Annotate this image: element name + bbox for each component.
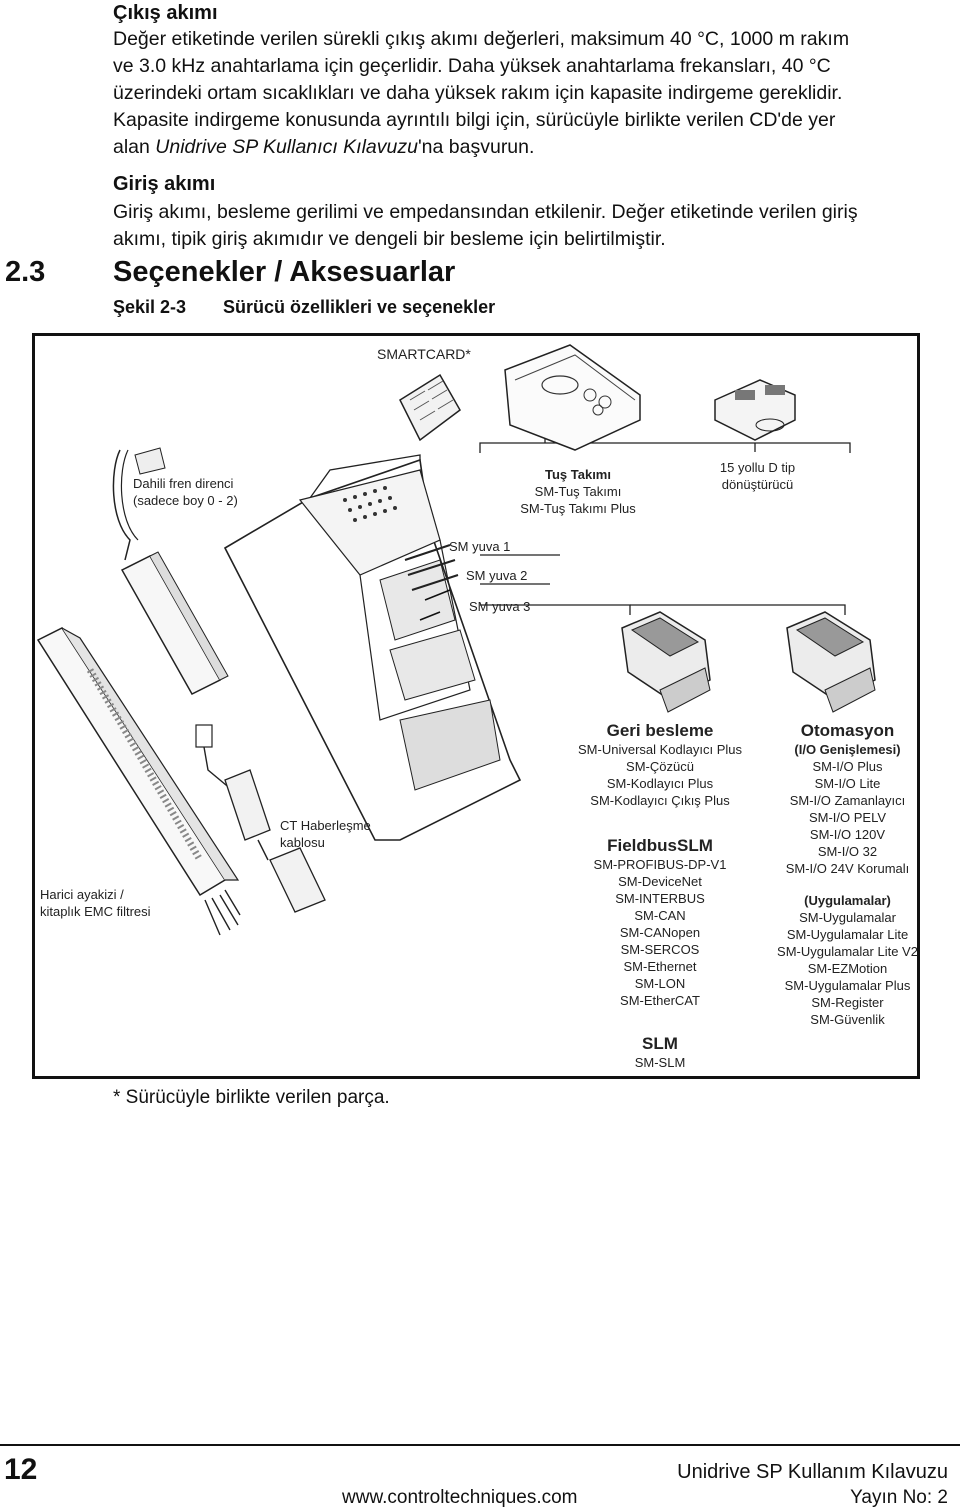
paragraph-line: üzerindeki ortam sıcaklıkları ve daha yü… bbox=[113, 82, 843, 104]
paragraph-line: Değer etiketinde verilen sürekli çıkış a… bbox=[113, 28, 850, 50]
list-item: SM-I/O Lite bbox=[814, 776, 881, 791]
paragraph-line: akımı, tipik giriş akımıdır ve dengeli b… bbox=[113, 228, 666, 250]
paragraph-line: alan Unidrive SP Kullanıcı Kılavuzu'na b… bbox=[113, 136, 535, 158]
input-current-heading: Giriş akımı bbox=[113, 173, 216, 195]
list-item: SM-Register bbox=[811, 995, 884, 1010]
manual-reference: Unidrive SP Kullanıcı Kılavuzu bbox=[155, 136, 418, 158]
section-title: Seçenekler / Aksesuarlar bbox=[113, 256, 456, 288]
output-current-paragraph: Değer etiketinde verilen sürekli çıkış a… bbox=[113, 26, 953, 161]
smartcard-icon bbox=[399, 373, 461, 442]
smartcard-label: SMARTCARD* bbox=[377, 346, 471, 362]
paragraph-line: ve 3.0 kHz anahtarlama için geçerlidir. … bbox=[113, 55, 831, 77]
list-item: SM-I/O 24V Korumalı bbox=[785, 861, 910, 876]
list-item: SM-CANopen bbox=[619, 925, 701, 940]
list-item: SM-EtherCAT bbox=[620, 993, 700, 1008]
list-item: SM-Uygulamalar Plus bbox=[784, 978, 911, 993]
keypad-title: Tuş Takımı bbox=[545, 467, 611, 482]
figure-title: Sürücü özellikleri ve seçenekler bbox=[223, 297, 496, 317]
slm-group: SLM SM-SLM bbox=[560, 1033, 760, 1071]
manual-title: Unidrive SP Kullanım Kılavuzu bbox=[677, 1461, 948, 1483]
list-item: SM-Ethernet bbox=[623, 959, 697, 974]
feedback-group: Geri besleme SM-Universal Kodlayıcı Plus… bbox=[560, 720, 760, 809]
sm-slot-3-label: SM yuva 3 bbox=[469, 599, 531, 614]
output-current-heading: Çıkış akımı bbox=[113, 2, 218, 24]
list-item: SM-SERCOS bbox=[620, 942, 700, 957]
list-item: SM-I/O 32 bbox=[817, 844, 878, 859]
list-item: SM-I/O Plus bbox=[812, 759, 883, 774]
sm-slot-1-label: SM yuva 1 bbox=[449, 539, 511, 554]
list-item: SM-Kodlayıcı Plus bbox=[606, 776, 714, 791]
list-item: SM-INTERBUS bbox=[615, 891, 705, 906]
feedback-title: Geri besleme bbox=[606, 721, 714, 740]
io-expansion-title: (I/O Genişlemesi) bbox=[794, 742, 901, 757]
list-item: SM-I/O 120V bbox=[809, 827, 886, 842]
dtype-converter-label: 15 yollu D tip dönüştürücü bbox=[719, 460, 796, 492]
list-item: SM-EZMotion bbox=[807, 961, 888, 976]
sm-slot-2-label: SM yuva 2 bbox=[466, 568, 528, 583]
figure-frame bbox=[32, 333, 920, 1079]
automation-title: Otomasyon bbox=[800, 721, 895, 740]
fieldbus-group: FieldbusSLM SM-PROFIBUS-DP-V1 SM-DeviceN… bbox=[560, 835, 760, 1009]
list-item: SM-Uygulamalar Lite V2 bbox=[777, 944, 918, 959]
list-item: SM-CAN bbox=[634, 908, 686, 923]
website: www.controltechniques.com bbox=[342, 1487, 578, 1508]
applications-title: (Uygulamalar) bbox=[804, 893, 891, 908]
page-number: 12 bbox=[4, 1453, 38, 1486]
keypad-icon bbox=[504, 344, 641, 451]
list-item: SM-Uygulamalar Lite bbox=[786, 927, 909, 942]
list-item: SM-Tuş Takımı Plus bbox=[520, 501, 636, 516]
dtype-converter-icon bbox=[714, 379, 796, 441]
braking-resistor-label: Dahili fren direnci (sadece boy 0 - 2) bbox=[133, 476, 238, 508]
ct-cable-label: CT Haberleşme kablosu bbox=[280, 818, 371, 850]
list-item: SM-PROFIBUS-DP-V1 bbox=[593, 857, 727, 872]
drive-body bbox=[223, 454, 522, 841]
emc-filter-label: Harici ayakizi / kitaplık EMC filtresi bbox=[40, 887, 151, 919]
footer-rule bbox=[0, 1444, 960, 1446]
fieldbus-title: FieldbusSLM bbox=[607, 836, 713, 855]
issue-number: Yayın No: 2 bbox=[850, 1487, 948, 1508]
keypad-label: Tuş Takımı SM-Tuş Takımı SM-Tuş Takımı P… bbox=[498, 466, 658, 517]
figure-drawing bbox=[36, 344, 876, 936]
list-item: SM-Uygulamalar bbox=[799, 910, 896, 925]
paragraph-line: Giriş akımı, besleme gerilimi ve empedan… bbox=[113, 201, 858, 223]
list-item: SM-Çözücü bbox=[626, 759, 694, 774]
list-item: SM-I/O PELV bbox=[808, 810, 887, 825]
list-item: SM-I/O Zamanlayıcı bbox=[789, 793, 906, 808]
figure-label: Şekil 2-3 bbox=[113, 297, 187, 317]
section-number: 2.3 bbox=[5, 256, 46, 288]
list-item: SM-SLM bbox=[634, 1055, 686, 1070]
sm-module-feedback-icon bbox=[621, 611, 711, 713]
automation-group: Otomasyon (I/O Genişlemesi) SM-I/O Plus … bbox=[760, 720, 935, 1028]
list-item: SM-Güvenlik bbox=[810, 1012, 885, 1027]
input-current-paragraph: Giriş akımı, besleme gerilimi ve empedan… bbox=[113, 199, 953, 253]
figure-footnote: * Sürücüyle birlikte verilen parça. bbox=[113, 1087, 390, 1108]
list-item: SM-DeviceNet bbox=[618, 874, 702, 889]
paragraph-line: Kapasite indirgeme konusunda ayrıntılı b… bbox=[113, 109, 836, 131]
list-item: SM-Tuş Takımı bbox=[534, 484, 622, 499]
ct-cable-icon bbox=[195, 724, 326, 913]
emc-filter-icon bbox=[36, 627, 241, 936]
sm-module-automation-icon bbox=[786, 611, 876, 713]
braking-resistor-icon bbox=[112, 447, 229, 695]
slm-title: SLM bbox=[642, 1034, 678, 1053]
list-item: SM-LON bbox=[634, 976, 686, 991]
list-item: SM-Universal Kodlayıcı Plus bbox=[578, 742, 742, 757]
list-item: SM-Kodlayıcı Çıkış Plus bbox=[590, 793, 730, 808]
